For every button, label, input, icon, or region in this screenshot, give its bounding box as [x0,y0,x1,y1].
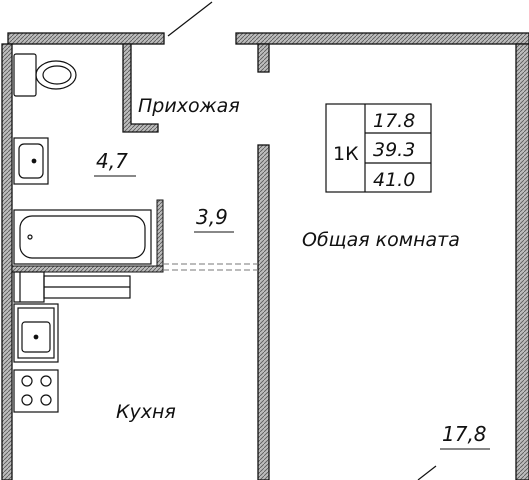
wall-hallway-partition [122,43,159,133]
stove-icon [13,369,59,413]
living-room-area: 17,8 [442,422,487,446]
area-table [325,103,432,193]
living-room-name: Общая комната [302,229,460,251]
wall-top-right [235,32,529,45]
bathtub-icon [13,209,152,265]
hallway-name: Прихожая [138,95,240,117]
living-area-value: 17.8 [373,110,415,132]
laundry-unit-icon [13,271,131,303]
entrance-door-swing [167,1,213,37]
kitchen-name: Кухня [116,401,176,423]
kitchen-sink-icon [13,303,59,363]
total-area-value: 39.3 [373,139,415,161]
toilet-icon [13,53,77,97]
wall-bathroom-bottom [11,265,164,273]
wall-center-partition [257,144,270,480]
sink-icon [13,137,49,185]
door-swing-bottom [417,465,437,480]
bathroom-area: 4,7 [96,149,128,173]
wall-right [515,43,529,480]
wall-top-left [7,32,165,45]
wall-pier-door [257,43,270,73]
full-area-value: 41.0 [373,169,415,191]
apartment-type: 1К [333,143,359,165]
wall-bathroom-right [156,199,164,272]
wall-left [1,43,13,480]
hall-area: 3,9 [196,205,228,229]
